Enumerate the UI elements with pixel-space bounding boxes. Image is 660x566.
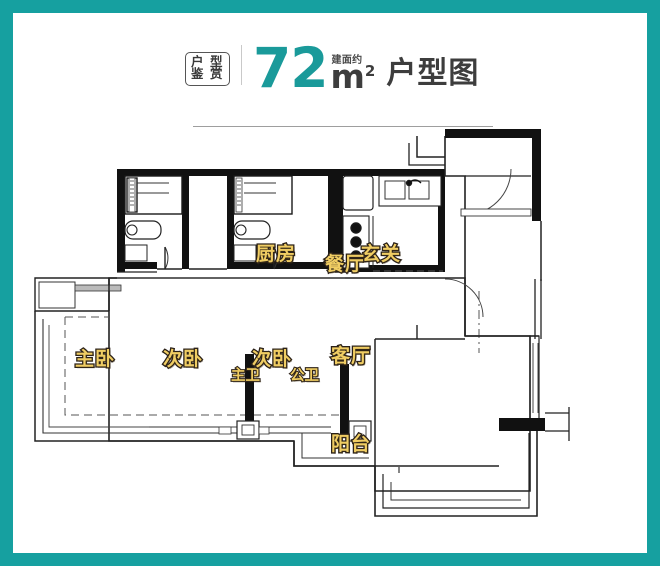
floorplan-svg <box>34 129 570 517</box>
area-number: 72 <box>252 35 329 100</box>
header-underline <box>193 126 493 127</box>
room-label-living-room: 客厅 <box>330 344 372 369</box>
badge-huxing-jianshang: 户 型 鉴 赏 <box>185 51 230 86</box>
room-label-master-bathroom: 主卫 <box>230 367 261 385</box>
unit-letter: m <box>330 56 365 96</box>
room-label-public-bathroom: 公卫 <box>289 367 320 385</box>
title-row: 户 型 鉴 赏 72 建面约 m2 户型图 <box>185 35 480 100</box>
room-label-second-bedroom-1: 次卧 <box>162 347 204 372</box>
badge-line-2: 鉴 赏 <box>191 67 224 82</box>
area-note: 建面约 <box>331 54 363 66</box>
floorplan-drawing: 主卫 公卫 玄关 厨房 餐厅 主卧 次卧 次卧 客厅 阳台 <box>13 121 647 553</box>
area-unit-group: 建面约 m2 <box>331 51 376 93</box>
page-title: 户型图 <box>386 57 480 90</box>
room-label-balcony: 阳台 <box>330 432 372 457</box>
header: 户 型 鉴 赏 72 建面约 m2 户型图 <box>13 13 647 127</box>
room-label-master-bedroom: 主卧 <box>74 347 116 372</box>
room-label-entrance: 玄关 <box>360 242 402 267</box>
badge-line-1: 户 型 <box>191 54 224 69</box>
area-unit: m2 <box>331 60 376 93</box>
room-label-dining-room: 餐厅 <box>324 252 366 277</box>
title-divider <box>240 45 242 85</box>
room-label-second-bedroom-2: 次卧 <box>251 347 293 372</box>
unit-exponent: 2 <box>364 61 376 80</box>
room-label-kitchen: 厨房 <box>255 242 297 267</box>
